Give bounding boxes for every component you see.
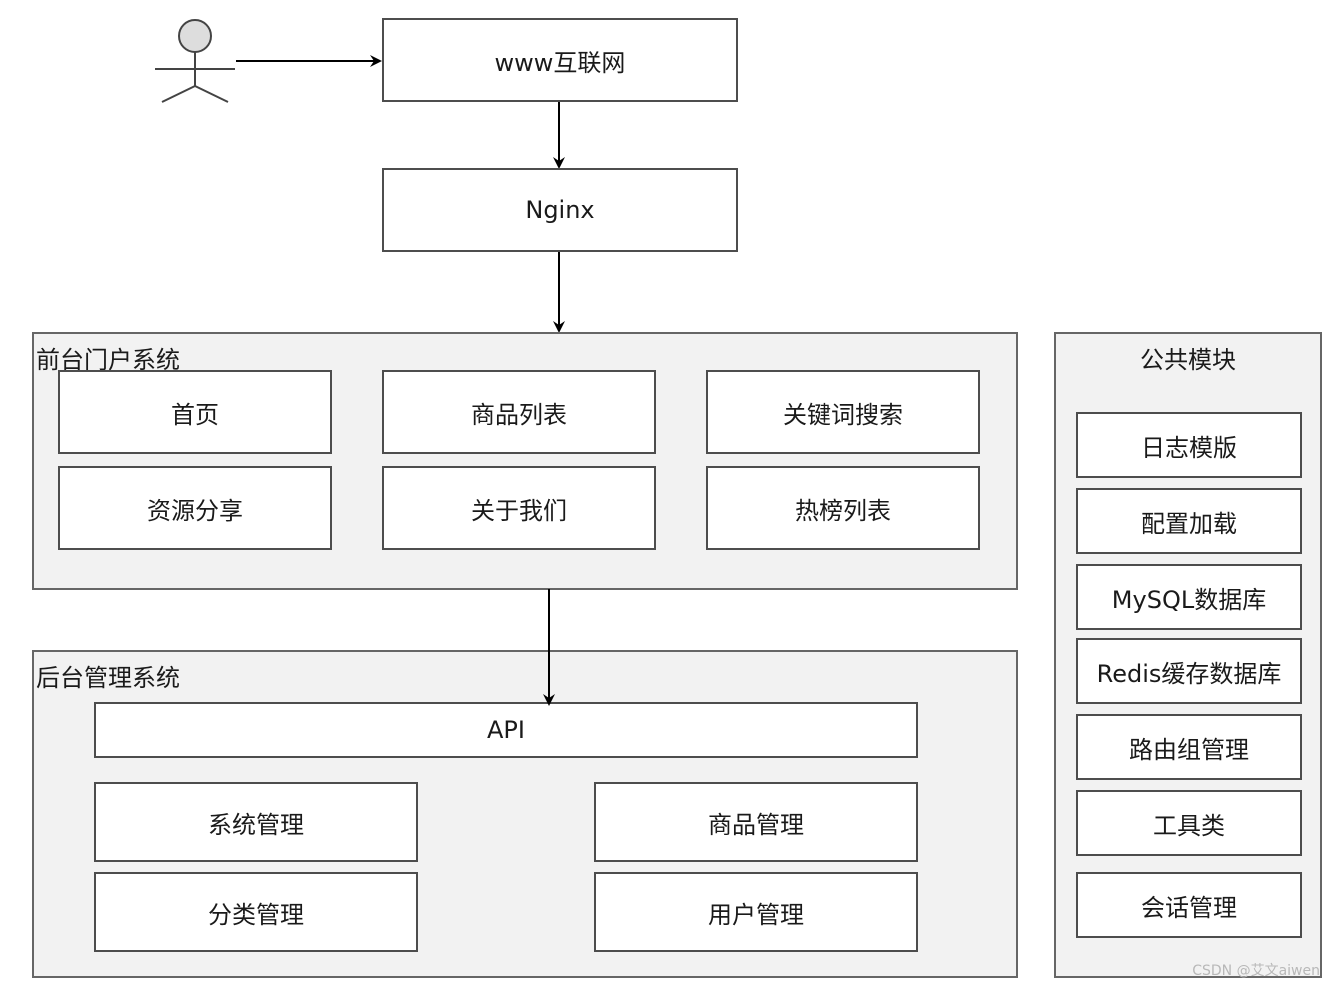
backend-item-system-mgmt: 系统管理 (94, 782, 418, 862)
frontend-item-about-us: 关于我们 (382, 466, 656, 550)
internet-node: www互联网 (382, 18, 738, 102)
frontend-group-title: 前台门户系统 (36, 346, 180, 374)
user-actor-icon (155, 19, 235, 103)
frontend-item-hot-list: 热榜列表 (706, 466, 980, 550)
backend-item-category-mgmt: 分类管理 (94, 872, 418, 952)
common-item-config-loading: 配置加载 (1076, 488, 1302, 554)
common-item-router-group: 路由组管理 (1076, 714, 1302, 780)
frontend-item-resource-share: 资源分享 (58, 466, 332, 550)
common-item-session-mgmt: 会话管理 (1076, 872, 1302, 938)
nginx-node: Nginx (382, 168, 738, 252)
api-node: API (94, 702, 918, 758)
watermark: CSDN @艾文aiwen (1192, 963, 1320, 979)
frontend-item-product-list: 商品列表 (382, 370, 656, 454)
common-group-title: 公共模块 (1140, 346, 1236, 374)
backend-item-product-mgmt: 商品管理 (594, 782, 918, 862)
common-item-utilities: 工具类 (1076, 790, 1302, 856)
backend-item-user-mgmt: 用户管理 (594, 872, 918, 952)
common-item-mysql: MySQL数据库 (1076, 564, 1302, 630)
frontend-item-home: 首页 (58, 370, 332, 454)
common-item-redis: Redis缓存数据库 (1076, 638, 1302, 704)
backend-group-title: 后台管理系统 (36, 664, 180, 692)
frontend-item-keyword-search: 关键词搜索 (706, 370, 980, 454)
common-item-log-template: 日志模版 (1076, 412, 1302, 478)
